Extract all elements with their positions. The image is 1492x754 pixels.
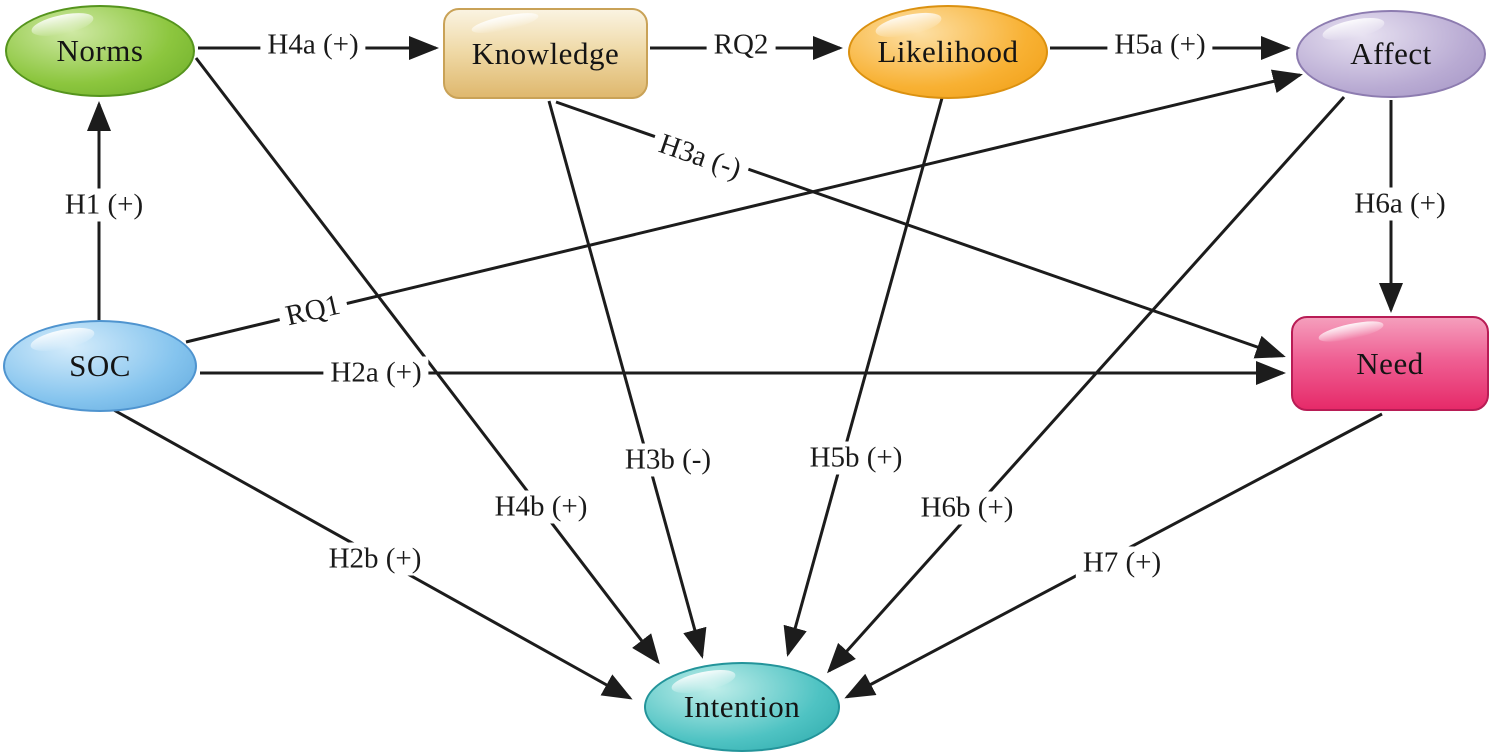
- node-soc-label: SOC: [69, 348, 131, 383]
- edge-label-h2a: H2a (+): [323, 356, 429, 390]
- edge-h3b-line: [547, 100, 707, 659]
- edge-label-h4a: H4a (+): [260, 28, 366, 62]
- edge-label-h3b: H3b (-): [617, 443, 719, 477]
- edge-rq1-line: [185, 69, 1303, 344]
- edge-label-h5a: H5a (+): [1107, 28, 1213, 62]
- node-likelihood: Likelihood: [848, 5, 1048, 99]
- edge-label-h2b: H2b (+): [321, 542, 429, 576]
- edge-label-h4b: H4b (+): [487, 490, 595, 524]
- node-affect: Affect: [1296, 10, 1486, 98]
- edge-label-h7: H7 (+): [1075, 546, 1169, 580]
- node-need-label: Need: [1356, 345, 1424, 381]
- node-intention-label: Intention: [683, 689, 801, 724]
- node-intention: Intention: [644, 662, 840, 752]
- edge-label-h1: H1 (+): [57, 188, 151, 222]
- edge-label-h6a: H6a (+): [1347, 187, 1453, 221]
- edge-label-h6b: H6b (+): [913, 491, 1021, 525]
- edge-h5b-line: [783, 97, 944, 657]
- edge-label-h5b: H5b (+): [802, 441, 910, 475]
- node-need: Need: [1291, 316, 1489, 411]
- node-knowledge: Knowledge: [443, 8, 648, 99]
- node-soc: SOC: [3, 320, 197, 412]
- node-knowledge-label: Knowledge: [471, 35, 620, 71]
- node-norms: Norms: [5, 5, 195, 97]
- edge-label-rq2: RQ2: [706, 28, 776, 62]
- edge-h6b-line: [826, 95, 1346, 674]
- node-affect-label: Affect: [1350, 36, 1432, 71]
- node-likelihood-label: Likelihood: [877, 34, 1019, 69]
- node-norms-label: Norms: [56, 33, 144, 68]
